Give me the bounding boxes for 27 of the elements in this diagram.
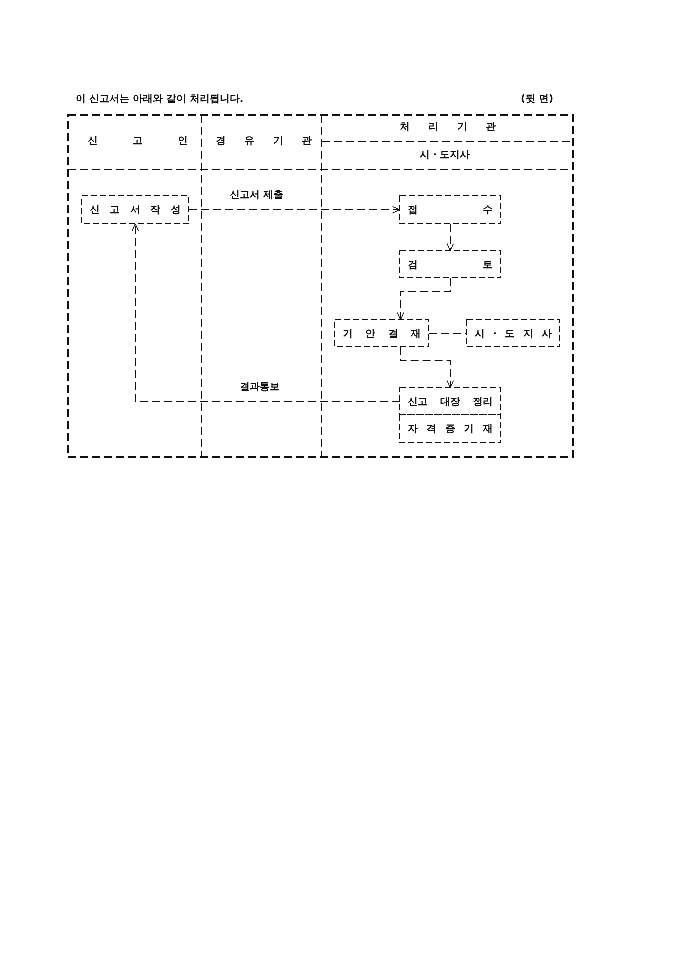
arrow — [397, 278, 451, 320]
arrow — [188, 206, 400, 214]
column-header: 경 유 기 관 — [216, 136, 312, 148]
box-label: 접 수 — [408, 204, 493, 217]
process-box — [400, 196, 502, 224]
box-label: 신고 대장 정리 — [408, 396, 493, 408]
column-header: 처 리 기 관 — [400, 122, 496, 134]
box-label: 검 토 — [408, 258, 493, 272]
column-header: 시・도지사 — [420, 150, 470, 162]
process-box — [400, 414, 502, 444]
edge-label: 결과통보 — [238, 382, 282, 394]
process-box — [82, 196, 190, 224]
arrow — [132, 224, 400, 402]
page-side-note: (뒷 면) — [521, 94, 554, 106]
process-box — [334, 320, 430, 348]
arrow — [446, 224, 454, 252]
box-label: 자 격 증 기 재 — [408, 423, 493, 436]
box-label: 시・도 지 사 — [475, 328, 552, 340]
arrow — [400, 346, 454, 388]
process-box — [400, 388, 502, 416]
process-box — [466, 320, 560, 348]
box-label: 신 고 서 작 성 — [90, 204, 181, 217]
column-header: 신 고 인 — [88, 136, 188, 148]
box-label: 기 안 결 재 — [343, 328, 421, 340]
process-box — [400, 250, 502, 278]
edge-label: 신고서 제출 — [228, 190, 286, 202]
title: 이 신고서는 아래와 같이 처리됩니다. — [76, 94, 244, 106]
